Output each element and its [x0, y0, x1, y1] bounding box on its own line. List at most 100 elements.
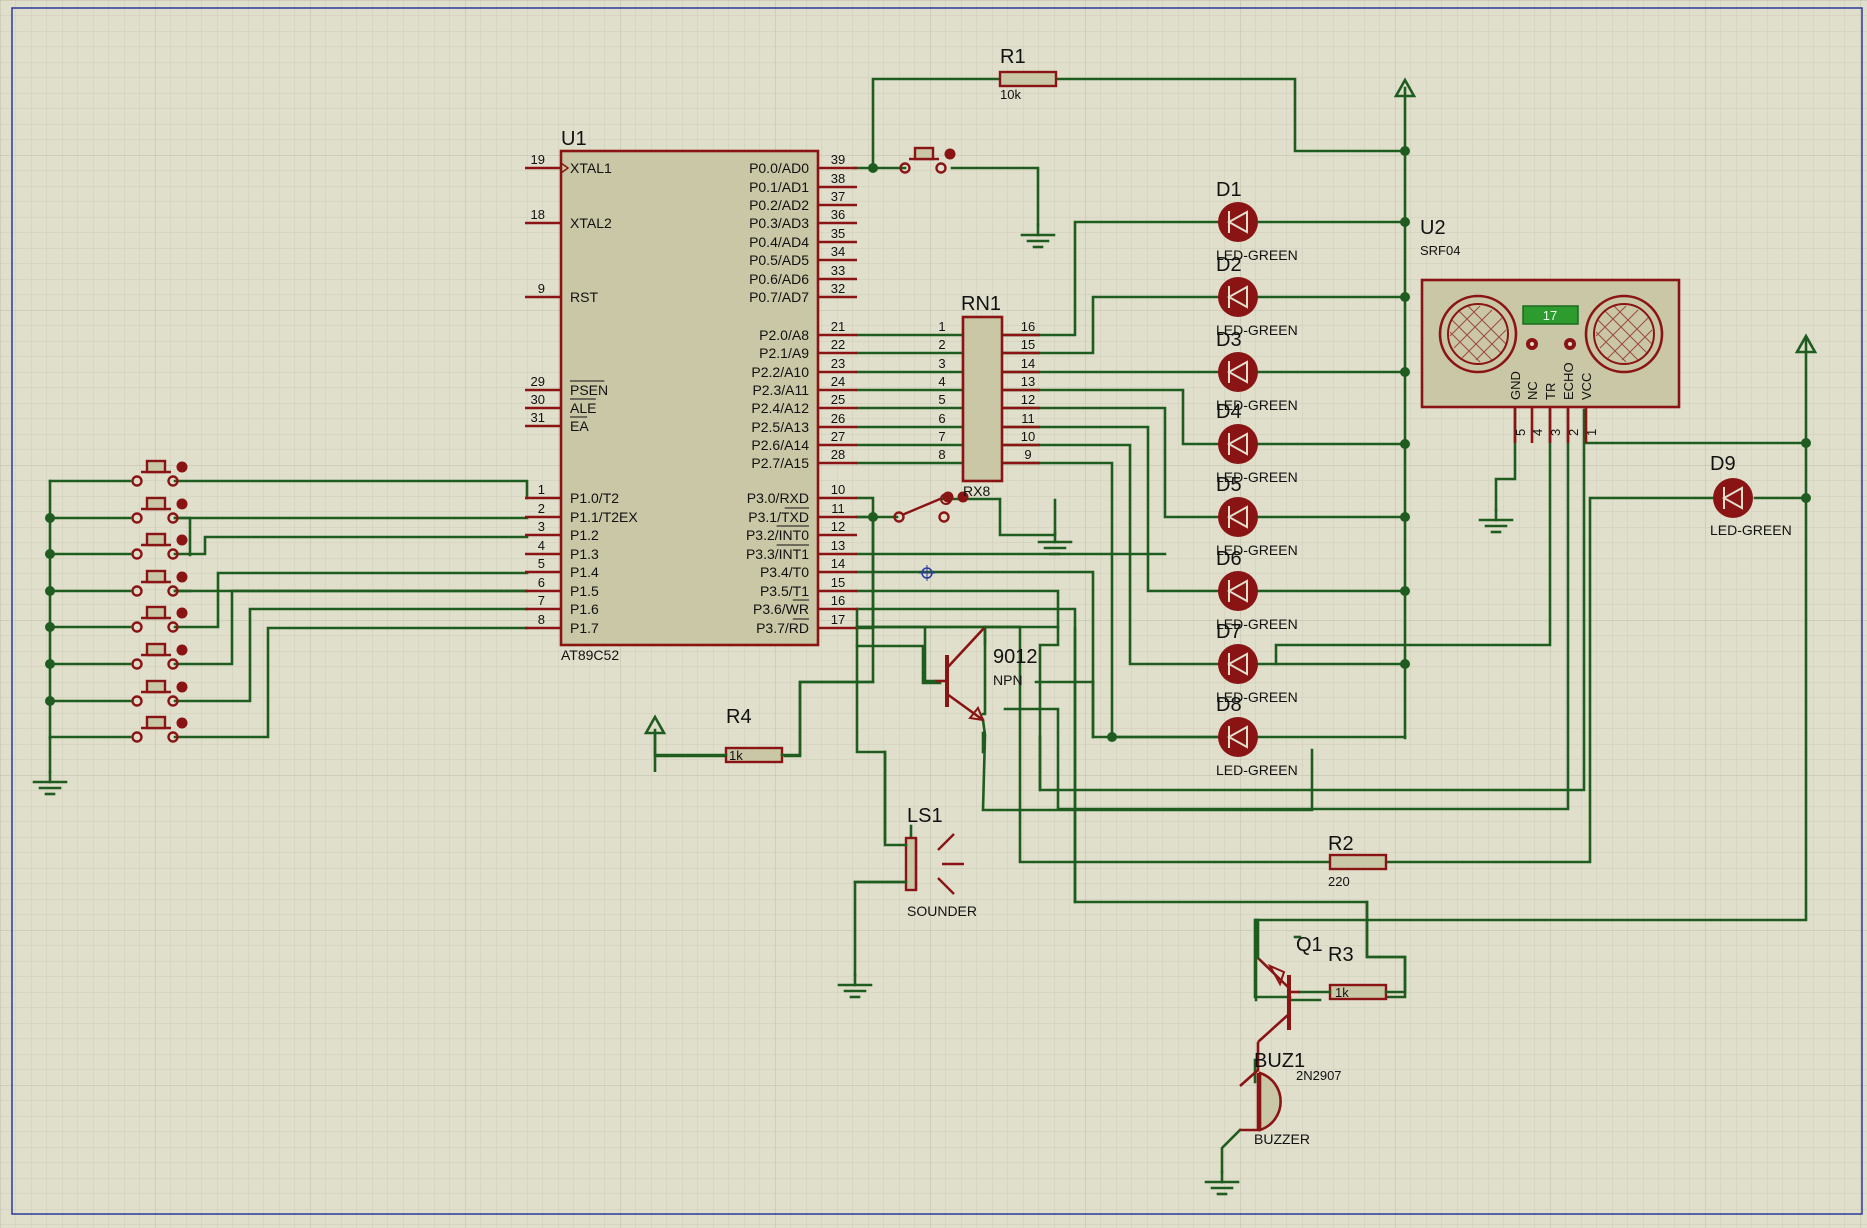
u1-pin-number: 19 [531, 152, 545, 167]
cursor-crosshair [919, 565, 935, 581]
u1-pin-number: 24 [831, 374, 845, 389]
u2-pin-number: 1 [1584, 429, 1599, 436]
led-value: LED-GREEN [1216, 762, 1298, 778]
u1-pin-name: P2.2/A10 [751, 364, 809, 380]
led-value: LED-GREEN [1216, 469, 1298, 485]
r1-ref: R1 [1000, 46, 1026, 68]
buz1-buzzer[interactable]: BUZ1 BUZZER [1239, 1042, 1310, 1147]
u1-pin-number: 1 [538, 482, 545, 497]
npn-type: NPN [993, 672, 1023, 688]
rn1-pin-number: 7 [938, 429, 945, 444]
u1-pin-name: P2.4/A12 [751, 400, 809, 416]
u1-pin-name: EA [570, 418, 589, 434]
rn1-pin-number: 15 [1021, 337, 1035, 352]
rn1-pin-number: 13 [1021, 374, 1035, 389]
u1-pin-number: 7 [538, 593, 545, 608]
led-value: LED-GREEN [1216, 247, 1298, 263]
u1-pin-name: P1.0/T2 [570, 490, 619, 506]
led-value: LED-GREEN [1216, 322, 1298, 338]
u1-microcontroller[interactable]: U1 AT89C52 19XTAL118XTAL29RST29PSEN30ALE… [525, 128, 857, 663]
u1-pin-number: 28 [831, 447, 845, 462]
rn1-pin-number: 1 [938, 319, 945, 334]
u1-pin-number: 11 [831, 501, 845, 516]
u1-pin-number: 9 [538, 281, 545, 296]
u1-pin-number: 29 [531, 374, 545, 389]
r1-resistor[interactable]: R1 10k [998, 46, 1058, 102]
u1-pin-name: P2.3/A11 [752, 382, 809, 398]
r2-value: 220 [1328, 874, 1350, 889]
led-icon [1217, 201, 1259, 243]
u2-pin-name: VCC [1579, 373, 1594, 400]
rn1-pin-number: 2 [938, 337, 945, 352]
u1-pin-number: 21 [831, 319, 845, 334]
led-icon [1217, 716, 1259, 758]
u1-value: AT89C52 [561, 647, 619, 663]
u1-pin-number: 14 [831, 556, 845, 571]
u2-pin-name: TR [1543, 383, 1558, 400]
u1-pin-number: 32 [831, 281, 845, 296]
u2-ref: U2 [1420, 217, 1446, 239]
u1-pin-number: 10 [831, 482, 845, 497]
u1-pin-name: RST [570, 289, 598, 305]
u1-pin-name: P0.2/AD2 [749, 197, 809, 213]
u1-pin-name: P0.0/AD0 [749, 160, 809, 176]
u1-pin-number: 15 [831, 575, 845, 590]
u1-pin-name: P0.3/AD3 [749, 215, 809, 231]
u1-pin-name: P3.2/INT0 [746, 527, 809, 543]
r3-resistor[interactable]: R3 1k [1328, 944, 1388, 1001]
d9-value: LED-GREEN [1710, 522, 1792, 538]
buz1-value: BUZZER [1254, 1131, 1310, 1147]
rn1-pin-number: 3 [938, 356, 945, 371]
u1-pin-name: P2.7/A15 [751, 455, 809, 471]
u2-pin-number: 5 [1513, 429, 1528, 436]
u2-pin-number: 2 [1566, 429, 1581, 436]
u1-pin-number: 5 [538, 556, 545, 571]
rn1-ref: RN1 [961, 293, 1001, 315]
q1-transistor-2n2907[interactable]: Q1 2N2907 [1257, 934, 1342, 1083]
u1-pin-name: P1.4 [570, 564, 599, 580]
led-ref: D1 [1216, 179, 1242, 201]
u1-pin-name: P2.6/A14 [751, 437, 809, 453]
ls1-sounder[interactable]: LS1 SOUNDER [904, 805, 977, 919]
r2-resistor[interactable]: R2 220 [1328, 833, 1388, 889]
u1-clock-marker [560, 161, 570, 175]
u1-pin-name: ALE [570, 400, 596, 416]
u1-pin-number: 23 [831, 356, 845, 371]
r3-value: 1k [1335, 985, 1349, 1000]
r4-resistor[interactable]: R4 1k [724, 706, 784, 764]
led-ref: D2 [1216, 254, 1242, 276]
led-icon [1217, 643, 1259, 685]
led-icon [1217, 423, 1259, 465]
u1-pin-number: 8 [538, 612, 545, 627]
rn1-pin-number: 4 [938, 374, 945, 389]
u2-pin-number: 3 [1548, 429, 1563, 436]
u2-pin-name: GND [1508, 371, 1523, 400]
rn1-value: RX8 [963, 483, 990, 499]
led-value: LED-GREEN [1216, 397, 1298, 413]
u1-pin-number: 16 [831, 593, 845, 608]
led-ref: D7 [1216, 621, 1242, 643]
toggle-switch[interactable] [893, 491, 969, 523]
rn1-pin-number: 10 [1021, 429, 1035, 444]
led-icon [1217, 570, 1259, 612]
u1-ref: U1 [561, 128, 587, 150]
ls1-ref: LS1 [907, 805, 943, 827]
d9-led[interactable]: D9 LED-GREEN [1710, 453, 1792, 538]
u1-pin-number: 3 [538, 519, 545, 534]
npn-transistor-9012[interactable]: 9012 NPN [935, 626, 1038, 722]
led-ref: D6 [1216, 548, 1242, 570]
u1-pin-name: P3.3/INT1 [746, 546, 809, 562]
